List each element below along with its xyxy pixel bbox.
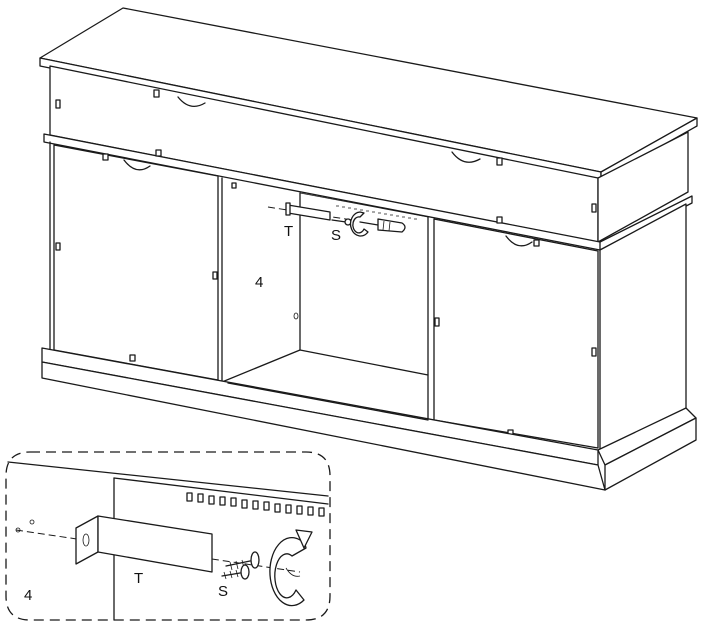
screw-icon: [331, 218, 352, 226]
middle-shelf: [43, 133, 693, 251]
detail-bracket-label: T: [134, 570, 143, 587]
main-hardware: [267, 202, 417, 237]
lower-carcass: [41, 141, 697, 491]
detail-screws: [221, 551, 260, 580]
cabinet: T S 4: [39, 7, 698, 491]
detail-inset: T S 4: [5, 451, 331, 621]
screw-label: S: [331, 227, 341, 244]
detail-bracket: [75, 515, 213, 573]
detail-panel-label: 4: [24, 587, 32, 604]
detail-teeth: [186, 492, 325, 517]
rotation-arrow-icon: [269, 529, 313, 607]
screw-icon: [225, 551, 260, 571]
upper-rail: [49, 65, 689, 243]
panel-label: 4: [255, 274, 263, 291]
detail-screw-label: S: [218, 583, 228, 600]
rotation-arrow-icon: [349, 211, 369, 237]
screwdriver-icon: [359, 218, 406, 233]
bracket-icon: [287, 204, 331, 221]
bracket-label: T: [284, 223, 293, 240]
screw-icon: [221, 564, 250, 580]
